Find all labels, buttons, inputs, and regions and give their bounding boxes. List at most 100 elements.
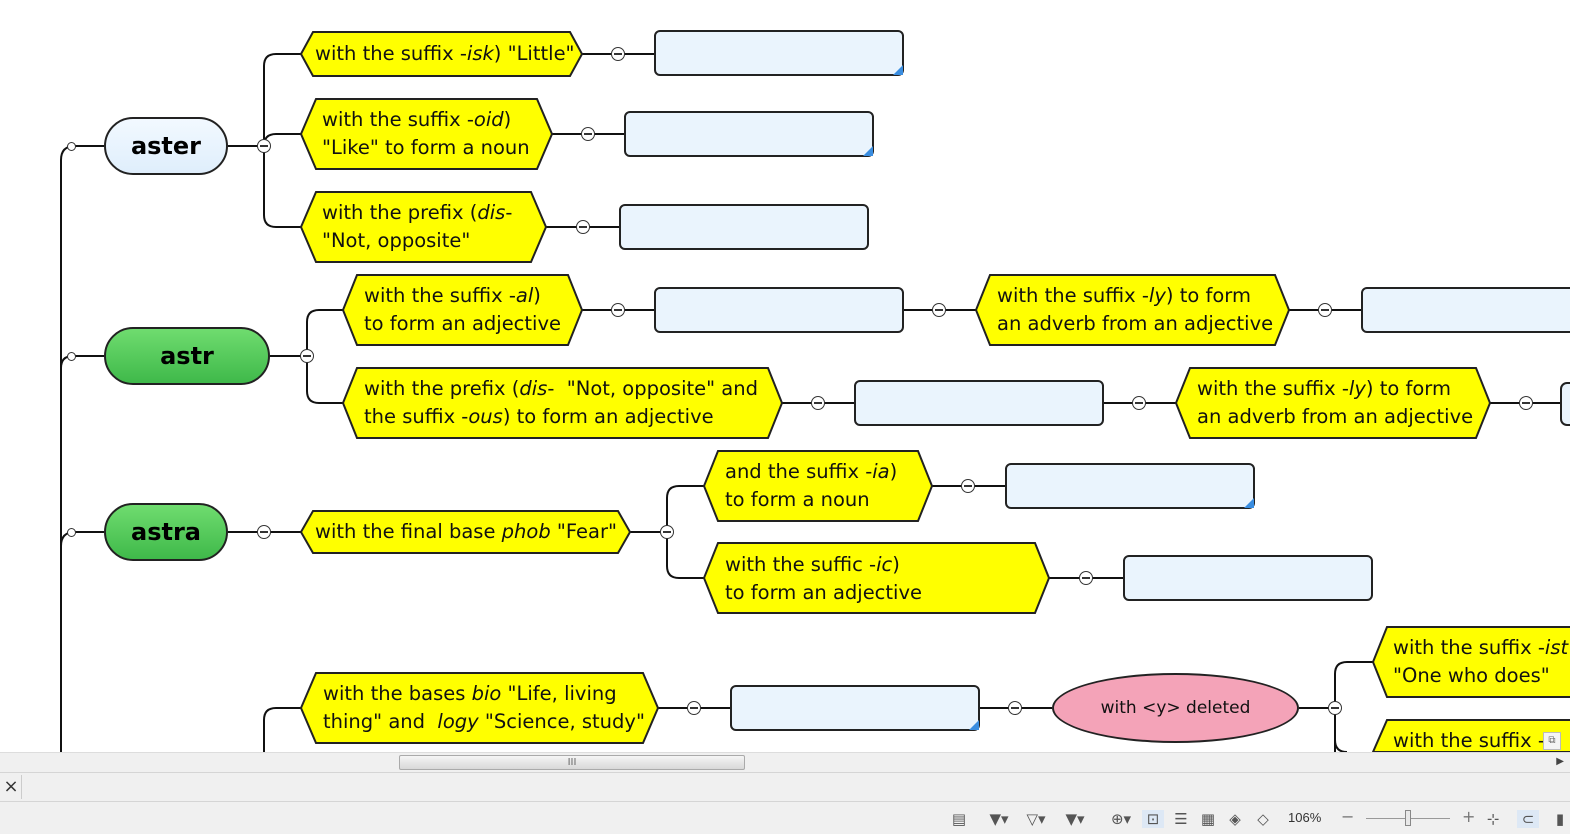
outline-view-icon[interactable]: ▤ bbox=[951, 810, 967, 828]
topic-suffix-partial[interactable]: with the suffix - bbox=[1393, 727, 1545, 752]
zoom-out-button[interactable]: − bbox=[1341, 807, 1355, 826]
status-bar: ▤ ▼▾ ▽▾ ▼▾ ⊕▾ ⊡ ☰ ▦ ◈ ◇ 106% − + ⊹ ⊂ ▮ bbox=[0, 802, 1570, 834]
insert-topic-icon[interactable]: ⊕▾ bbox=[1110, 810, 1132, 828]
topic-text: with the prefix ( bbox=[364, 377, 520, 400]
oval-node-y-deleted[interactable]: with <y> deleted bbox=[1052, 673, 1299, 743]
topic-text-italic: al bbox=[515, 284, 534, 307]
note-corner-icon bbox=[893, 65, 903, 75]
root-node-astra[interactable]: astra bbox=[104, 503, 228, 561]
task-icon[interactable]: ◈ bbox=[1229, 810, 1241, 828]
topic-text-italic: ia bbox=[872, 460, 890, 483]
topic-suffix-oid[interactable]: with the suffix -oid)"Like" to form a no… bbox=[322, 106, 530, 162]
topic-text: "Like" to form a noun bbox=[322, 136, 530, 159]
collapse-toggle-icon[interactable] bbox=[1519, 396, 1533, 410]
topic-text-italic: bio bbox=[471, 682, 502, 705]
topic-text-italic: ous bbox=[468, 405, 503, 428]
answer-box[interactable] bbox=[1361, 287, 1570, 333]
topic-suffix-ly[interactable]: with the suffix -ly) to form an adverb fr… bbox=[997, 282, 1273, 338]
collapse-toggle-icon[interactable] bbox=[1008, 701, 1022, 715]
filter-outline-icon[interactable]: ▽▾ bbox=[1026, 810, 1046, 828]
collapse-toggle-icon[interactable] bbox=[257, 525, 271, 539]
topic-text: - bbox=[505, 201, 513, 224]
topic-suffix-ia[interactable]: and the suffix -ia)to form a noun bbox=[725, 458, 897, 514]
calendar-icon[interactable]: ▦ bbox=[1200, 810, 1216, 828]
topic-suffix-isk[interactable]: with the suffix -isk) "Little" bbox=[315, 40, 575, 68]
tag-icon[interactable]: ◇ bbox=[1257, 810, 1269, 828]
collapse-toggle-icon[interactable] bbox=[1328, 701, 1342, 715]
topic-text: ) to form bbox=[1165, 284, 1251, 307]
answer-box[interactable] bbox=[619, 204, 869, 250]
filter-options-icon[interactable]: ▼▾ bbox=[1065, 810, 1085, 828]
collapse-toggle-icon[interactable] bbox=[1132, 396, 1146, 410]
topic-text: to form an adjective bbox=[725, 581, 923, 604]
zoom-in-button[interactable]: + bbox=[1462, 807, 1476, 826]
fit-page-icon[interactable]: ⊹ bbox=[1486, 810, 1500, 828]
collapse-toggle-icon[interactable] bbox=[811, 396, 825, 410]
collapse-toggle-icon[interactable] bbox=[581, 127, 595, 141]
topic-text-italic: phob bbox=[501, 520, 551, 543]
topic-suffix-al[interactable]: with the suffix -al)to form an adjective bbox=[364, 282, 561, 338]
zoom-level: 106% bbox=[1288, 810, 1322, 825]
answer-box[interactable] bbox=[854, 380, 1104, 426]
answer-box[interactable] bbox=[654, 30, 904, 76]
topic-suffix-ist[interactable]: with the suffix -ist"One who does" bbox=[1393, 634, 1568, 690]
topic-text: ) bbox=[503, 108, 512, 131]
collapse-toggle-icon[interactable] bbox=[257, 139, 271, 153]
collapse-toggle-icon[interactable] bbox=[300, 349, 314, 363]
topic-text: "One who does" bbox=[1393, 664, 1550, 687]
topic-prefix-dis-suffix-ous[interactable]: with the prefix (dis- "Not, opposite" an… bbox=[364, 375, 758, 431]
topic-text: ) to form an adjective bbox=[502, 405, 714, 428]
collapse-toggle-icon[interactable] bbox=[611, 303, 625, 317]
answer-box[interactable] bbox=[1005, 463, 1255, 509]
topic-final-base-phob[interactable]: with the final base phob "Fear" bbox=[315, 518, 617, 546]
panel-toggle-icon[interactable]: ▮ bbox=[1555, 810, 1565, 828]
collapse-toggle-icon[interactable] bbox=[932, 303, 946, 317]
topic-text: ) "Little" bbox=[493, 42, 575, 65]
collapse-toggle-icon[interactable] bbox=[611, 47, 625, 61]
fit-map-icon[interactable]: ⊡ bbox=[1142, 810, 1164, 828]
magnet-icon[interactable]: ⊂ bbox=[1517, 810, 1539, 828]
topic-text: with the final base bbox=[315, 520, 502, 543]
collapse-toggle-icon[interactable] bbox=[687, 701, 701, 715]
topic-suffix-ic[interactable]: with the suffic -ic)to form an adjective bbox=[725, 551, 922, 607]
mind-map-canvas[interactable]: aster astr astra with the suffix -isk) "… bbox=[0, 0, 1570, 752]
trunk-connector-dot[interactable] bbox=[67, 528, 76, 537]
trunk-connector-dot[interactable] bbox=[67, 352, 76, 361]
topic-text: with the suffix - bbox=[997, 284, 1149, 307]
horizontal-scrollbar[interactable]: III ▶ bbox=[0, 752, 1570, 773]
topic-text: "Science, study" bbox=[478, 710, 645, 733]
topic-prefix-dis[interactable]: with the prefix (dis-"Not, opposite" bbox=[322, 199, 512, 255]
answer-box[interactable] bbox=[654, 287, 904, 333]
close-icon[interactable]: × bbox=[1, 775, 22, 799]
resize-corner-icon[interactable]: ⧉ bbox=[1543, 732, 1561, 750]
topic-text: ) bbox=[892, 553, 900, 576]
topic-text: with the suffix - bbox=[315, 42, 467, 65]
trunk-connector-dot[interactable] bbox=[67, 142, 76, 151]
notes-view-icon[interactable]: ☰ bbox=[1174, 810, 1188, 828]
collapse-toggle-icon[interactable] bbox=[961, 479, 975, 493]
topic-text: an adverb from an adjective bbox=[997, 312, 1274, 335]
connector-lines bbox=[60, 31, 1570, 752]
topic-text: with the suffix - bbox=[1393, 729, 1545, 752]
topic-text: - "Not, opposite" and bbox=[547, 377, 758, 400]
filter-icon[interactable]: ▼▾ bbox=[989, 810, 1009, 828]
tab-bar: × bbox=[0, 772, 1570, 802]
collapse-toggle-icon[interactable] bbox=[576, 220, 590, 234]
topic-text: to form an adjective bbox=[364, 312, 562, 335]
topic-text-italic: ly bbox=[1148, 284, 1166, 307]
root-node-aster[interactable]: aster bbox=[104, 117, 228, 175]
zoom-slider-thumb[interactable] bbox=[1405, 810, 1411, 826]
collapse-toggle-icon[interactable] bbox=[660, 525, 674, 539]
answer-box[interactable] bbox=[624, 111, 874, 157]
answer-box[interactable] bbox=[730, 685, 980, 731]
answer-box[interactable] bbox=[1123, 555, 1373, 601]
scrollbar-thumb[interactable]: III bbox=[399, 755, 745, 770]
root-node-astr[interactable]: astr bbox=[104, 327, 270, 385]
collapse-toggle-icon[interactable] bbox=[1079, 571, 1093, 585]
topic-text: to form a noun bbox=[725, 488, 870, 511]
topic-text: with the prefix ( bbox=[322, 201, 478, 224]
scroll-right-arrow-icon[interactable]: ▶ bbox=[1556, 756, 1564, 767]
collapse-toggle-icon[interactable] bbox=[1318, 303, 1332, 317]
